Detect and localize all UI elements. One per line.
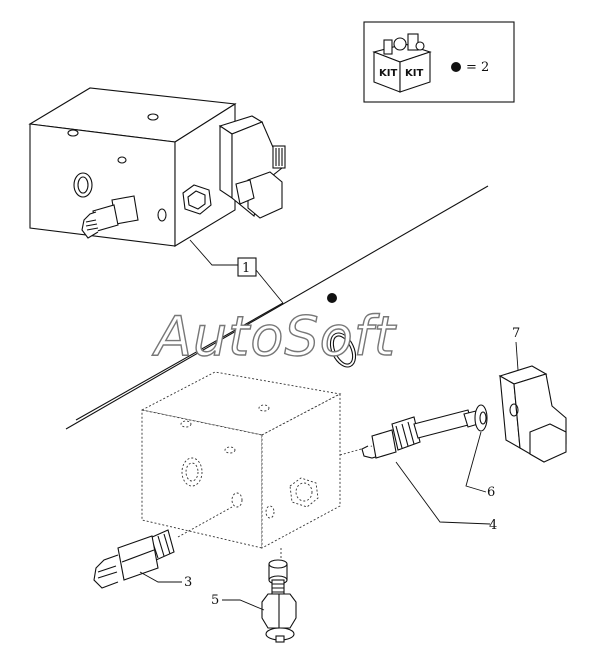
callout-4: 4 [395,461,497,533]
svg-text:3: 3 [184,575,192,590]
solenoid-coil [498,365,567,463]
kit-legend: KIT KIT = 2 [363,21,515,103]
kit-quantity-text: = 2 [466,60,489,75]
valve-body-phantom [140,371,342,549]
kit-bullet-icon [327,293,337,303]
callout-1: 1 [189,239,284,304]
svg-text:6: 6 [487,485,495,500]
kit-box-icon: KIT KIT [372,33,432,93]
plug-valve [261,559,297,643]
callout-7: 7 [512,326,520,371]
callout-3: 3 [139,571,192,590]
pressure-fitting [93,529,175,589]
callout-5: 5 [211,593,265,611]
kit-label-left: KIT [379,68,397,79]
valve-assembly-complete [28,87,286,247]
seal-ring [327,293,357,368]
kit-bullet-icon [451,62,461,72]
kit-label-right: KIT [405,68,423,79]
callout-6: 6 [465,431,495,500]
svg-text:1: 1 [242,261,250,276]
watermark: AutoSoft [152,305,397,368]
lock-nut [474,404,488,432]
svg-text:5: 5 [211,593,219,608]
svg-text:7: 7 [512,326,520,341]
svg-text:4: 4 [489,518,497,533]
assembly-boundary-line [65,185,489,430]
cartridge-valve [361,409,479,459]
